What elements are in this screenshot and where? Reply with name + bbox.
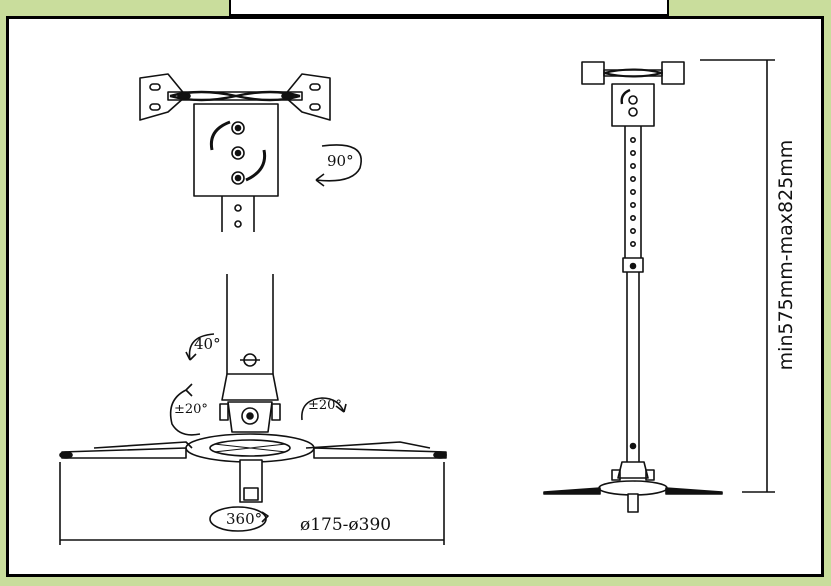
- angle-label-40: 40°: [194, 335, 221, 353]
- angle-label-roll-left: ±20°: [174, 402, 208, 417]
- title-box: [229, 0, 669, 16]
- full-assembly: [543, 59, 775, 513]
- bracket-span-dimension: ø175-ø390: [300, 515, 392, 535]
- projector-adapter-detail: [59, 274, 447, 545]
- angle-label-90: 90°: [327, 152, 354, 170]
- height-range-dimension: min575mm-max825mm: [775, 139, 797, 371]
- ceiling-plate-detail: [139, 73, 362, 232]
- angle-label-360: 360°: [226, 510, 263, 528]
- angle-label-roll-right: ±20°: [308, 398, 342, 413]
